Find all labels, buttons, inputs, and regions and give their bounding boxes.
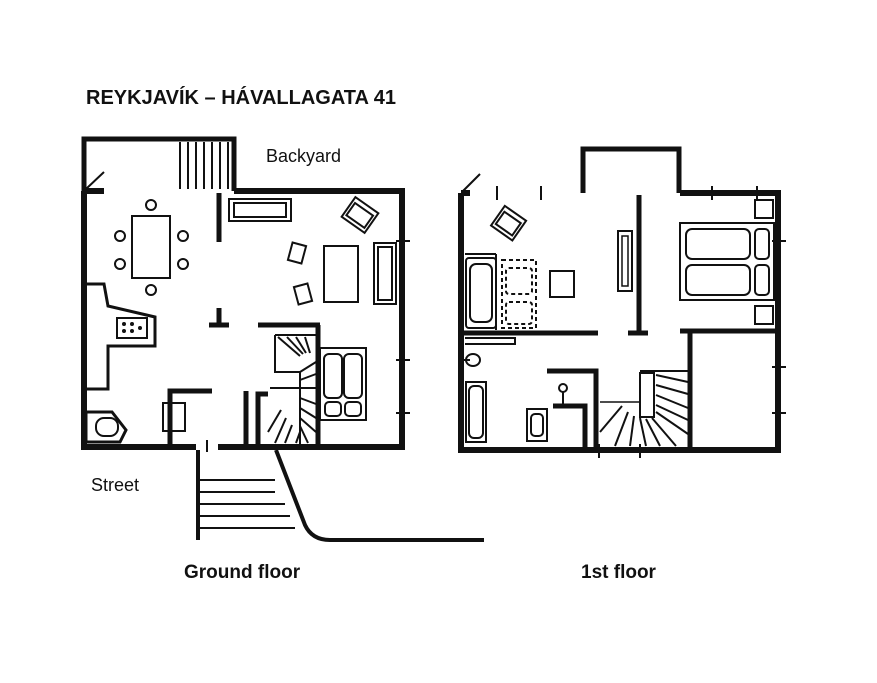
first-bed bbox=[679, 199, 775, 325]
first-exterior-walls bbox=[458, 190, 781, 453]
stove-icon bbox=[116, 317, 148, 339]
first-bath-top bbox=[465, 253, 537, 330]
street-label: Street bbox=[91, 475, 140, 495]
dining-table bbox=[114, 199, 189, 296]
first-floor-caption: 1st floor bbox=[581, 562, 656, 583]
first-armchair bbox=[489, 204, 528, 242]
ground-floor-caption: Ground floor bbox=[184, 562, 301, 583]
ground-interior-walls bbox=[167, 193, 321, 445]
terrace-steps bbox=[179, 142, 229, 189]
entry-cabinet bbox=[162, 402, 186, 432]
first-roof-edge bbox=[462, 173, 481, 192]
backyard-label: Backyard bbox=[266, 146, 342, 166]
ground-exterior-walls bbox=[81, 188, 405, 450]
first-interior-walls bbox=[463, 195, 778, 448]
backyard-terrace bbox=[81, 136, 237, 191]
ground-stairs bbox=[267, 334, 318, 445]
dormer bbox=[580, 146, 682, 193]
kitchen-counter bbox=[86, 282, 157, 391]
first-bench bbox=[617, 230, 633, 292]
front-steps bbox=[196, 450, 295, 540]
ground-bed bbox=[319, 347, 367, 421]
street-ramp bbox=[274, 449, 484, 542]
first-stairs bbox=[599, 370, 689, 447]
ground-floor-plan bbox=[81, 136, 484, 542]
first-bath-lower bbox=[463, 337, 568, 443]
living-furniture bbox=[228, 195, 397, 306]
first-floor-plan bbox=[458, 146, 786, 458]
plan-title: REYKJAVÍK – HÁVALLAGATA 41 bbox=[86, 87, 397, 109]
first-beam-ticks bbox=[496, 186, 786, 458]
corner-bathtub bbox=[84, 410, 128, 444]
side-table bbox=[549, 270, 575, 298]
ground-window-ticks bbox=[206, 240, 410, 452]
terrace-gate bbox=[85, 171, 105, 190]
